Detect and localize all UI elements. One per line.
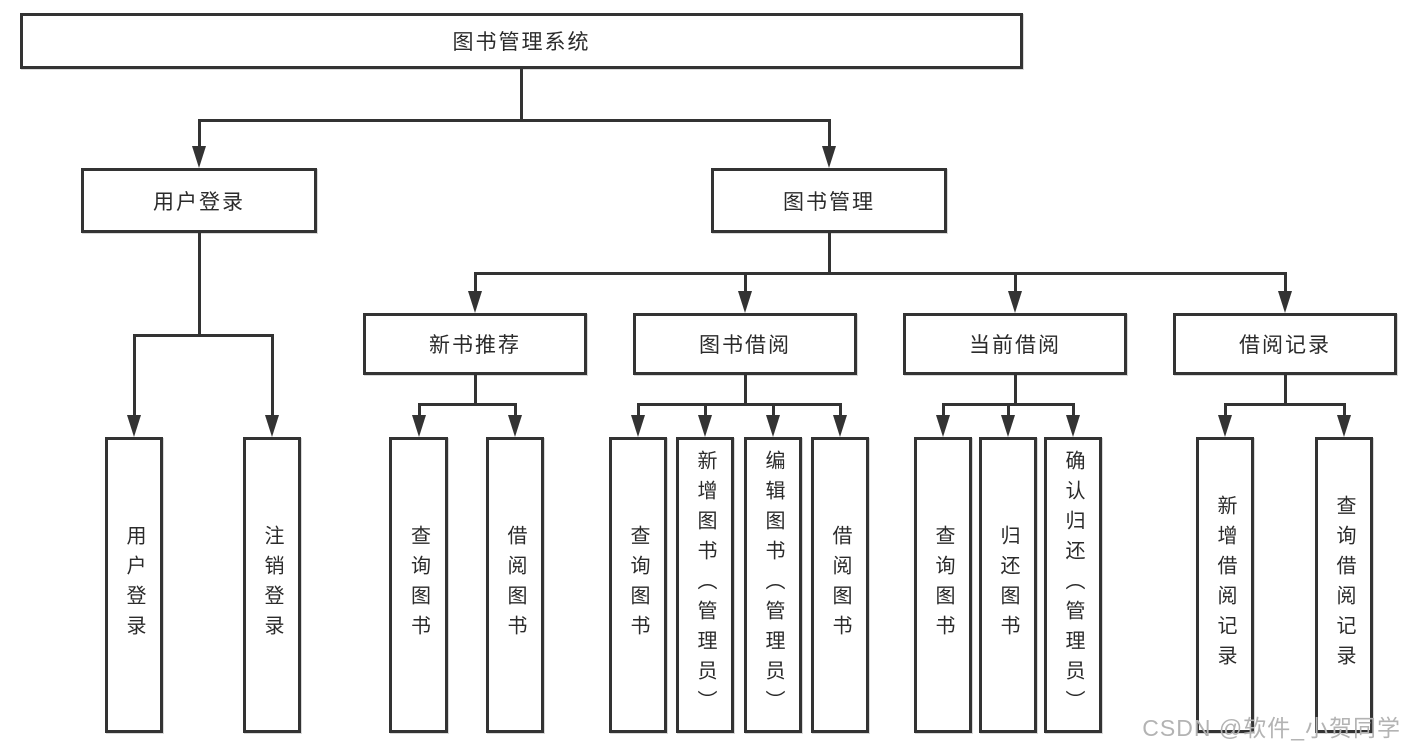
arrowhead-down-icon (1218, 415, 1232, 437)
node-current-borrow: 当前借阅 (903, 313, 1127, 375)
arrowhead-down-icon (1278, 291, 1292, 313)
connector-line (133, 334, 274, 337)
arrowhead-down-icon (508, 415, 522, 437)
connector-line (198, 119, 831, 122)
arrowhead-down-icon (738, 291, 752, 313)
connector-line (198, 119, 201, 150)
connector-line (744, 272, 747, 294)
connector-line (744, 375, 747, 405)
node-library-system: 图书管理系统 (20, 13, 1023, 69)
node-book-management: 图书管理 (711, 168, 947, 233)
node-leaf-add-book-admin: 新增图书（管理员） (676, 437, 734, 733)
connector-line (474, 272, 477, 294)
arrowhead-down-icon (127, 415, 141, 437)
node-leaf-borrow-books: 借阅图书 (811, 437, 869, 733)
connector-line (133, 334, 136, 417)
connector-line (474, 272, 1287, 275)
arrowhead-down-icon (766, 415, 780, 437)
connector-line (1224, 403, 1227, 417)
connector-line (1284, 375, 1287, 405)
connector-line (942, 403, 945, 417)
node-leaf-return-book: 归还图书 (979, 437, 1037, 733)
arrowhead-down-icon (412, 415, 426, 437)
arrowhead-down-icon (1001, 415, 1015, 437)
connector-line (474, 375, 477, 405)
node-leaf-logout: 注销登录 (243, 437, 301, 733)
arrowhead-down-icon (1337, 415, 1351, 437)
connector-line (828, 233, 831, 274)
connector-line (198, 233, 201, 336)
node-borrow-record: 借阅记录 (1173, 313, 1397, 375)
connector-line (1284, 272, 1287, 294)
arrowhead-down-icon (631, 415, 645, 437)
arrowhead-down-icon (468, 291, 482, 313)
csdn-watermark: CSDN @软件_小贺同学 (1142, 715, 1401, 741)
node-leaf-add-borrow-record: 新增借阅记录 (1196, 437, 1254, 733)
arrowhead-down-icon (1008, 291, 1022, 313)
connector-line (271, 334, 274, 417)
arrowhead-down-icon (936, 415, 950, 437)
node-leaf-query-books: 查询图书 (389, 437, 448, 733)
node-leaf-confirm-return-admin: 确认归还（管理员） (1044, 437, 1102, 733)
connector-line (772, 403, 775, 417)
node-user-login: 用户登录 (81, 168, 317, 233)
connector-line (1224, 403, 1346, 406)
connector-line (418, 403, 517, 406)
connector-line (637, 403, 841, 406)
node-leaf-query-books: 查询图书 (914, 437, 972, 733)
arrowhead-down-icon (698, 415, 712, 437)
node-leaf-edit-book-admin: 编辑图书（管理员） (744, 437, 802, 733)
node-book-borrow: 图书借阅 (633, 313, 857, 375)
connector-line (1072, 403, 1075, 417)
connector-line (418, 403, 421, 417)
connector-line (1007, 403, 1010, 417)
node-leaf-borrow-books: 借阅图书 (486, 437, 544, 733)
connector-line (514, 403, 517, 417)
arrowhead-down-icon (192, 146, 206, 168)
arrowhead-down-icon (1066, 415, 1080, 437)
arrowhead-down-icon (833, 415, 847, 437)
connector-line (704, 403, 707, 417)
connector-line (839, 403, 842, 417)
arrowhead-down-icon (265, 415, 279, 437)
connector-line (1014, 375, 1017, 405)
node-leaf-query-borrow-record: 查询借阅记录 (1315, 437, 1373, 733)
node-new-book-recommend: 新书推荐 (363, 313, 587, 375)
node-leaf-user-login: 用户登录 (105, 437, 163, 733)
connector-line (1014, 272, 1017, 294)
connector-line (828, 119, 831, 150)
connector-line (1343, 403, 1346, 417)
arrowhead-down-icon (822, 146, 836, 168)
connector-line (520, 69, 523, 120)
connector-line (637, 403, 640, 417)
node-leaf-query-books: 查询图书 (609, 437, 667, 733)
